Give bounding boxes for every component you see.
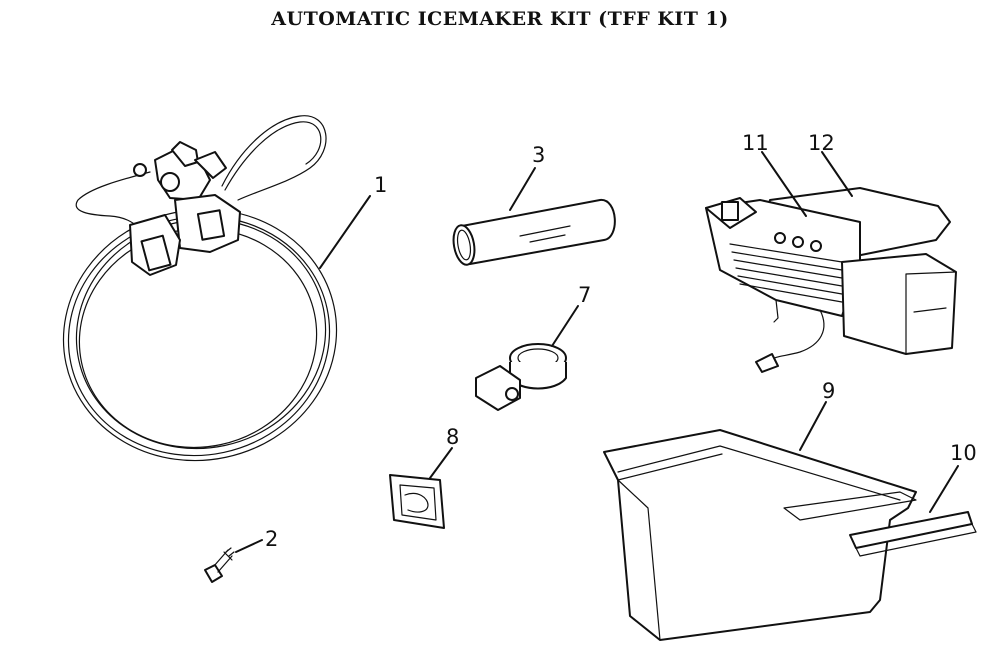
wire-clip-icon (389, 447, 453, 529)
bin-rail-icon (849, 465, 977, 557)
callout-part-3: 3 (532, 143, 545, 167)
callout-part-2: 2 (265, 527, 278, 551)
water-line-coil-icon (62, 115, 371, 462)
callout-part-10: 10 (950, 441, 977, 465)
tube-sleeve-icon (452, 167, 616, 266)
callout-part-7: 7 (578, 283, 591, 307)
ice-bin-icon (603, 401, 917, 641)
page-title: AUTOMATIC ICEMAKER KIT (TFF KIT 1) (271, 8, 729, 30)
icemaker-unit-icon (705, 151, 957, 373)
callout-part-9: 9 (822, 379, 835, 403)
callout-part-11: 11 (742, 131, 769, 155)
callout-part-8: 8 (446, 425, 459, 449)
screw-icon (204, 539, 263, 583)
pipe-clamp-icon (475, 305, 579, 411)
callout-part-1: 1 (374, 173, 387, 197)
callout-part-12: 12 (808, 131, 835, 155)
